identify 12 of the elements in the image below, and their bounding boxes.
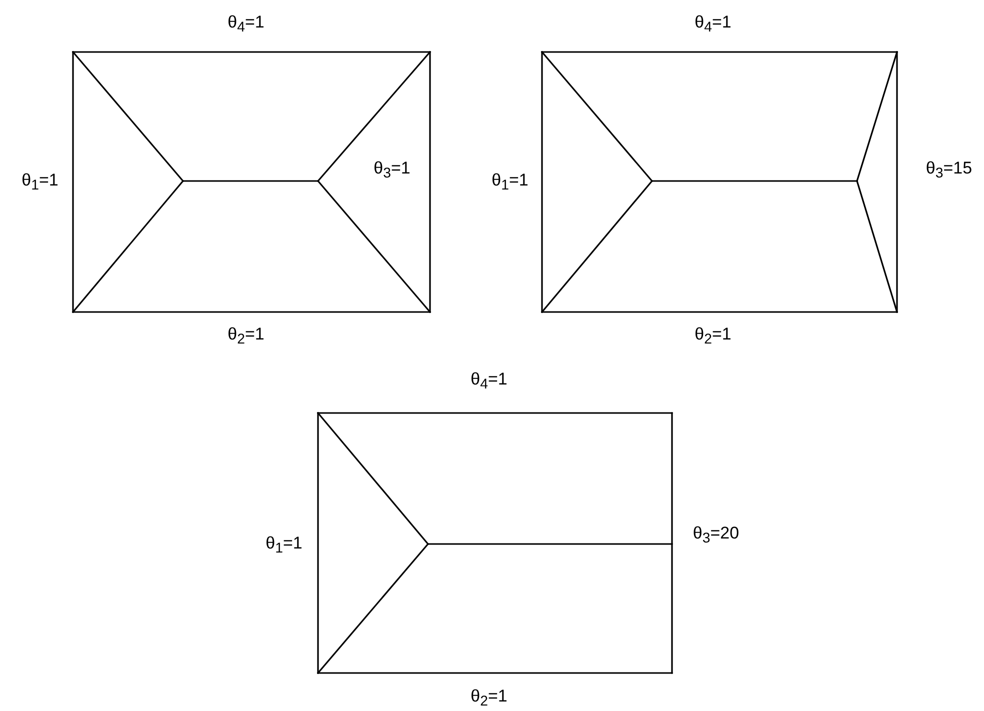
parameter-label: θ$_{2}$=1 bbox=[228, 324, 264, 350]
parameter-label: θ$_{4}$=1 bbox=[470, 369, 508, 395]
parameter-label: θ$_{1}$=1 bbox=[266, 533, 302, 559]
parameter-label: θ$_{4}$=1 bbox=[694, 12, 732, 38]
parameter-label: θ$_{1}$=1 bbox=[22, 170, 58, 196]
parameter-label: θ$_{2}$=1 bbox=[694, 324, 732, 350]
parameter-label: θ$_{3}$=20 bbox=[692, 523, 740, 549]
parameter-label: θ$_{4}$=1 bbox=[228, 12, 264, 38]
parameter-label: θ$_{2}$=1 bbox=[470, 686, 508, 711]
parameter-label: θ$_{3}$=15 bbox=[926, 158, 972, 184]
parameter-label: θ$_{3}$=1 bbox=[374, 158, 410, 184]
parameter-label: θ$_{1}$=1 bbox=[492, 170, 528, 196]
